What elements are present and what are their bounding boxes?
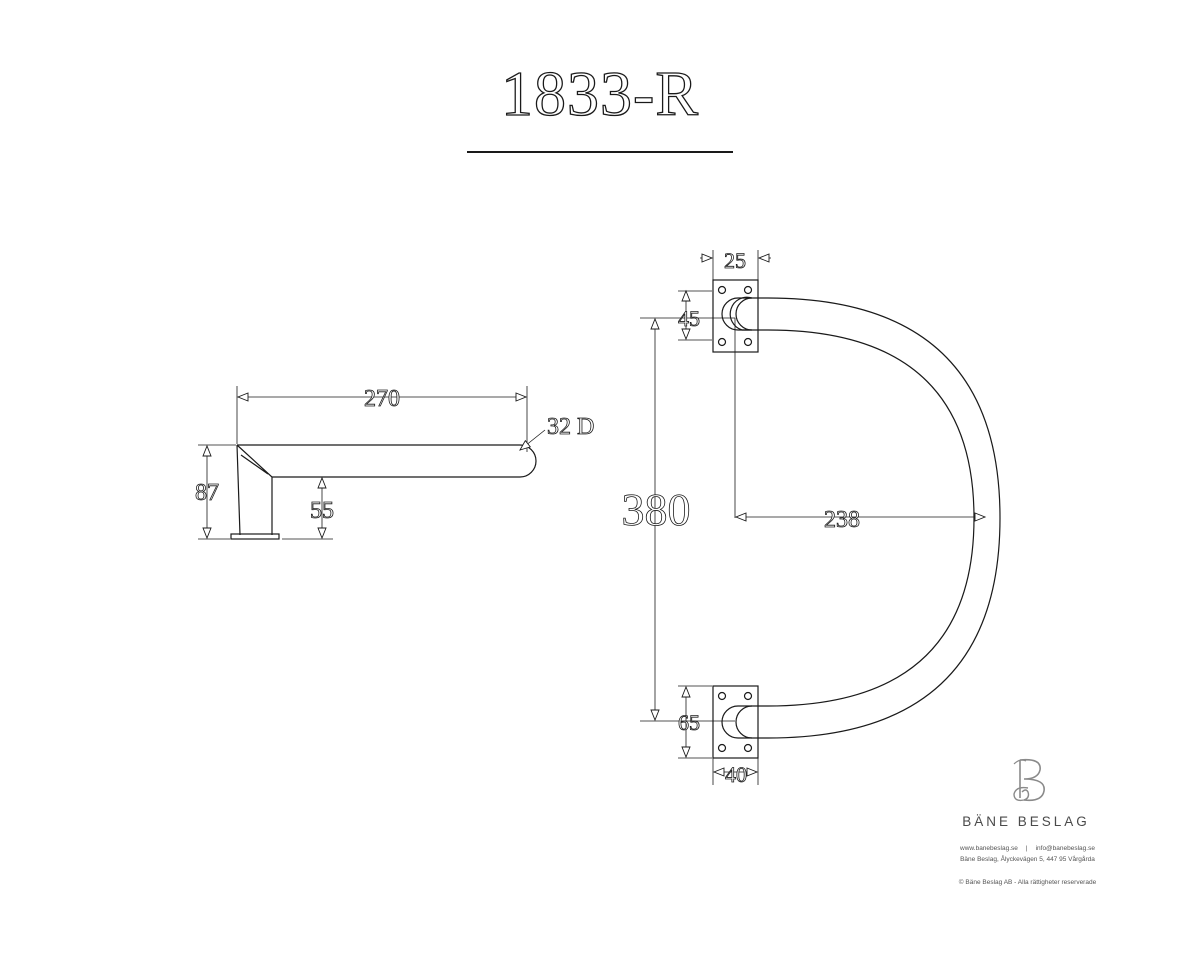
contact-separator: | xyxy=(1025,845,1028,852)
side-view-base-plate xyxy=(230,533,280,540)
side-view-stem xyxy=(236,444,273,536)
brand-name: BÄNE BESLAG xyxy=(962,814,1090,829)
label-380: 380 xyxy=(622,484,691,535)
label-25: 25 xyxy=(724,248,746,273)
contact-line: www.banebeslag.se | info@banebeslag.se xyxy=(900,845,1155,853)
handle-tube-outer xyxy=(729,296,1001,739)
label-32d: 32 D xyxy=(547,414,594,440)
title-underline xyxy=(467,151,733,153)
website-link[interactable]: www.banebeslag.se xyxy=(960,845,1018,852)
address-line: Bäne Beslag, Ålyckevägen 5, 447 95 Vårgå… xyxy=(960,856,1095,863)
front-view xyxy=(640,250,1001,785)
copyright-line: © Bäne Beslag AB - Alla rättigheter rese… xyxy=(958,879,1097,886)
label-45: 45 xyxy=(678,306,700,331)
label-270: 270 xyxy=(364,386,400,412)
label-55: 55 xyxy=(310,498,334,524)
top-mounting-plate xyxy=(712,279,759,353)
diameter-leader xyxy=(519,429,546,451)
label-238: 238 xyxy=(824,507,860,533)
label-40: 40 xyxy=(725,762,747,787)
label-65: 65 xyxy=(678,710,700,735)
email-link[interactable]: info@banebeslag.se xyxy=(1035,845,1095,852)
bane-beslag-monogram-icon xyxy=(1013,758,1045,802)
side-view-handle-bar xyxy=(237,444,537,478)
label-87: 87 xyxy=(195,480,219,506)
bottom-mounting-plate xyxy=(712,685,759,759)
side-view xyxy=(198,386,546,540)
drawing-title: 1833-R xyxy=(500,58,699,129)
